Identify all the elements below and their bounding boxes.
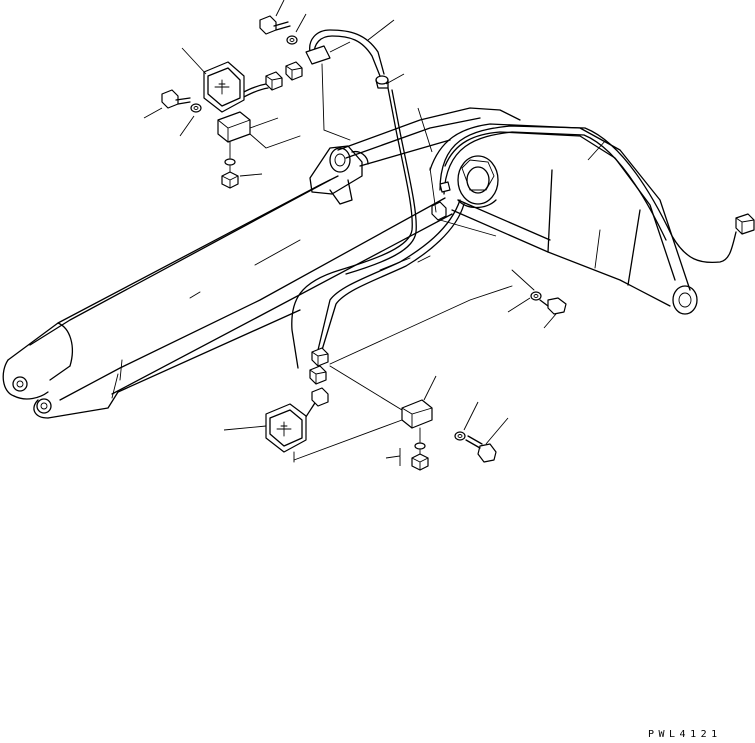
bolt — [161, 15, 567, 463]
wiring-harness — [231, 29, 737, 431]
callout-leader-lines — [143, 0, 607, 466]
washer — [190, 35, 542, 450]
connector — [265, 61, 755, 407]
harness-clamp — [305, 45, 389, 89]
drawing-id-label: PWL4121 — [648, 729, 722, 740]
assembly-guide-lines — [229, 63, 535, 463]
nut — [221, 171, 429, 471]
boom-assembly — [2, 107, 698, 419]
work-lamp — [203, 61, 307, 453]
